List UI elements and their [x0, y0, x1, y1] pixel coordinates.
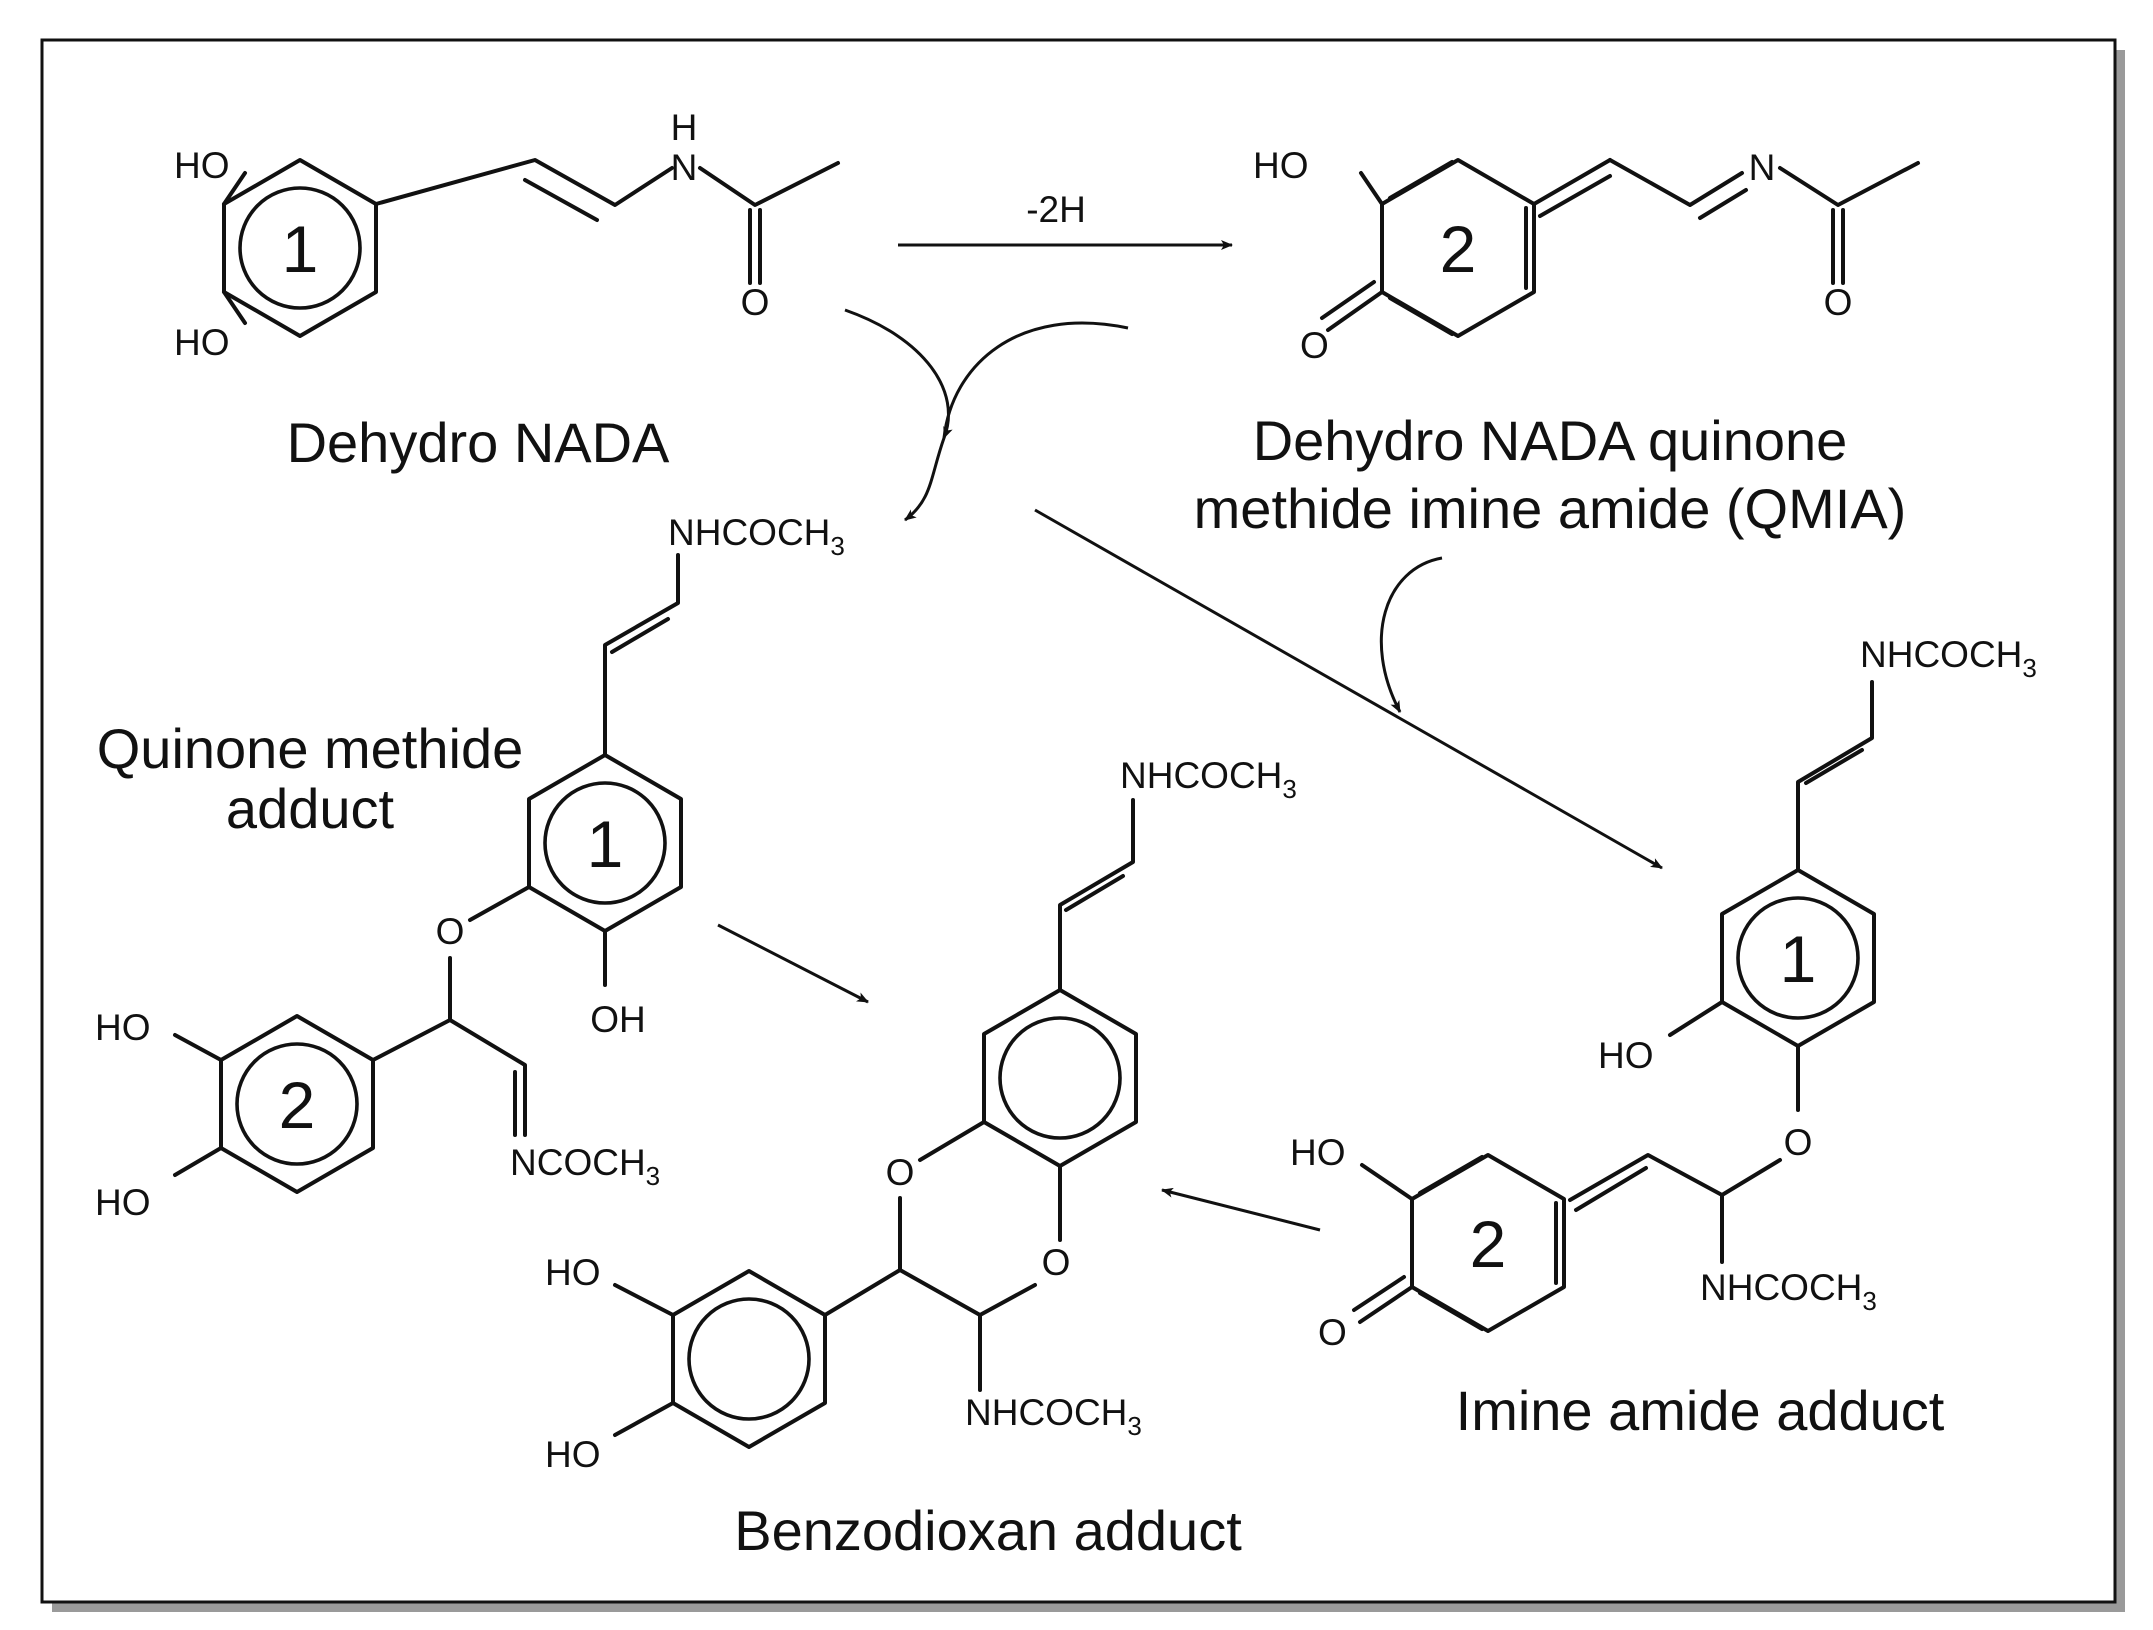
reaction-arrow-oxidation: -2H — [898, 189, 1233, 250]
arrow-to-imine-adduct — [1034, 508, 1663, 870]
arrow-imine-to-benzodioxan — [1161, 1187, 1321, 1232]
imine-amide-adduct: NHCOCH3 1 HO O NHCOCH3 2 HO O Imine amid… — [1290, 634, 2037, 1442]
ring-number-2: 2 — [1440, 212, 1477, 286]
ring-number-2: 2 — [279, 1068, 316, 1142]
atom-ho: HO — [545, 1252, 601, 1293]
arrow-to-benzodioxan — [717, 923, 869, 1004]
atom-nhcoch3: NHCOCH3 — [965, 1392, 1142, 1441]
atom-nhcoch3: NHCOCH3 — [1700, 1267, 1877, 1316]
label-dehydro-nada: Dehydro NADA — [287, 411, 670, 474]
atom-nhcoch3: NHCOCH3 — [1120, 755, 1297, 804]
atom-ho: HO — [1253, 145, 1309, 186]
atom-o: O — [741, 282, 770, 323]
atom-nhcoch3: NHCOCH3 — [1860, 634, 2037, 683]
label-minus-2h: -2H — [1026, 189, 1086, 230]
atom-n: N — [671, 147, 698, 188]
label-qmia-line1: Dehydro NADA quinone — [1253, 409, 1848, 472]
ring-number-1: 1 — [587, 807, 624, 881]
dehydro-nada-molecule: 1 HO HO H N O Dehydro NADA — [174, 107, 840, 474]
benzodioxan-adduct: NHCOCH3 O O NHCOCH3 HO HO Benzodioxan ad… — [545, 755, 1297, 1562]
atom-o: O — [1042, 1242, 1071, 1283]
atom-o: O — [1784, 1122, 1813, 1163]
label-quinone-adduct-line2: adduct — [226, 777, 395, 840]
atom-h: H — [671, 107, 698, 148]
atom-ho: HO — [1598, 1035, 1654, 1076]
atom-o: O — [1824, 282, 1853, 323]
label-qmia-line2: methide imine amide (QMIA) — [1194, 477, 1907, 540]
atom-o: O — [1318, 1312, 1347, 1353]
label-imine-adduct: Imine amide adduct — [1456, 1379, 1945, 1442]
ring-number-1: 1 — [1780, 922, 1817, 996]
atom-o: O — [886, 1152, 915, 1193]
frame — [40, 38, 2117, 1604]
atom-oh: OH — [590, 999, 646, 1040]
atom-nhcoch3: NHCOCH3 — [668, 512, 845, 561]
atom-ho: HO — [1290, 1132, 1346, 1173]
qmia-molecule: 2 HO O N O Dehydro NADA quinone methide … — [1194, 145, 1920, 540]
atom-n: N — [1749, 147, 1776, 188]
label-benzodioxan-adduct: Benzodioxan adduct — [734, 1499, 1242, 1562]
curved-arrow-qmia — [1379, 556, 1443, 713]
ring-number-2: 2 — [1470, 1207, 1507, 1281]
quinone-methide-adduct: NHCOCH3 1 OH O NCOCH3 2 HO HO Quinone me… — [95, 512, 845, 1223]
atom-ho: HO — [174, 145, 230, 186]
atom-o: O — [436, 911, 465, 952]
atom-ho: HO — [95, 1007, 151, 1048]
atom-ho: HO — [545, 1434, 601, 1475]
label-quinone-adduct-line1: Quinone methide — [97, 717, 524, 780]
atom-o: O — [1300, 325, 1329, 366]
curved-arrows-top — [844, 308, 1129, 522]
ring-number-1: 1 — [282, 212, 319, 286]
atom-ncoch3: NCOCH3 — [510, 1142, 660, 1191]
atom-ho: HO — [95, 1182, 151, 1223]
atom-ho: HO — [174, 322, 230, 363]
